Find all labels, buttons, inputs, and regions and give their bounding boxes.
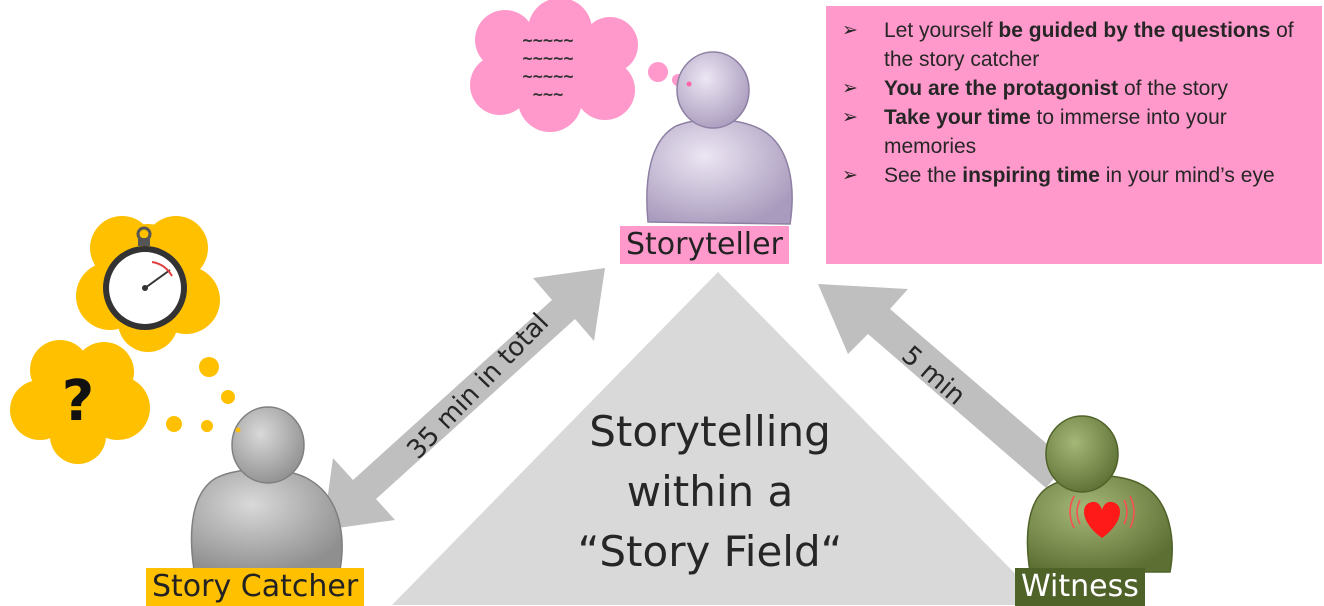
thought-line: ~~~~~: [522, 31, 573, 51]
story-field-title-line: “Story Field“: [577, 527, 843, 576]
witness-label: Witness: [1015, 568, 1145, 606]
storyteller-thought-bubble: ~~~~~ ~~~~~ ~~~~~ ~~~: [470, 0, 692, 132]
story-field-title-line: Storytelling: [589, 407, 831, 456]
arrow-bullet-icon: ➢: [842, 20, 858, 41]
question-cloud: ?: [10, 340, 150, 464]
heart-icon: [1069, 495, 1135, 538]
instruction-text: of the story: [1118, 77, 1228, 100]
story-catcher-label: Story Catcher: [146, 568, 365, 606]
instruction-item: ➢ Let yourself be guided by the questions…: [838, 16, 1314, 74]
story-field-title-line: within a: [626, 467, 794, 516]
instruction-text: of the story catcher: [884, 19, 1294, 71]
instruction-text: to immerse into your memories: [884, 106, 1227, 158]
thought-line: ~~~~~: [522, 49, 573, 69]
thought-line: ~~~: [533, 85, 564, 105]
instruction-text: See the: [884, 164, 963, 187]
story-field-triangle: [392, 272, 1046, 605]
catcher-thought-dots: [166, 357, 235, 432]
storyteller-instructions-box: ➢ Let yourself be guided by the questions…: [826, 6, 1322, 264]
witness-figure-icon: [1026, 415, 1173, 573]
arrow-bullet-icon: ➢: [842, 78, 858, 99]
instruction-bold-text: inspiring time: [962, 164, 1100, 187]
storyteller-figure-icon: [646, 51, 793, 225]
instruction-bold-text: Take your time: [884, 106, 1031, 129]
instruction-item: ➢ You are the protagonist of the story: [838, 74, 1314, 103]
instruction-text: Let yourself: [884, 19, 999, 42]
thought-line: ~~~~~: [522, 67, 573, 87]
story-field-title: Storytelling within a “Story Field“: [540, 402, 880, 582]
instruction-item: ➢ Take your time to immerse into your mem…: [838, 103, 1314, 161]
arrow-label-35-min: 35 min in total: [401, 308, 555, 466]
storyteller-label: Storyteller: [620, 226, 789, 264]
arrow-bullet-icon: ➢: [842, 165, 858, 186]
arrow-catcher-storyteller: [323, 268, 605, 530]
instruction-text: in your mind’s eye: [1099, 164, 1275, 187]
instruction-bold-text: You are the protagonist: [884, 77, 1119, 100]
stopwatch-icon: [103, 226, 187, 330]
question-mark-icon: ?: [62, 369, 94, 434]
instruction-item: ➢ See the inspiring time in your mind’s e…: [838, 161, 1314, 190]
story-catcher-figure-icon: [190, 406, 343, 571]
arrow-witness-storyteller: [818, 284, 1068, 488]
instruction-bold-text: be guided by the questions: [998, 19, 1271, 42]
arrow-bullet-icon: ➢: [842, 107, 858, 128]
